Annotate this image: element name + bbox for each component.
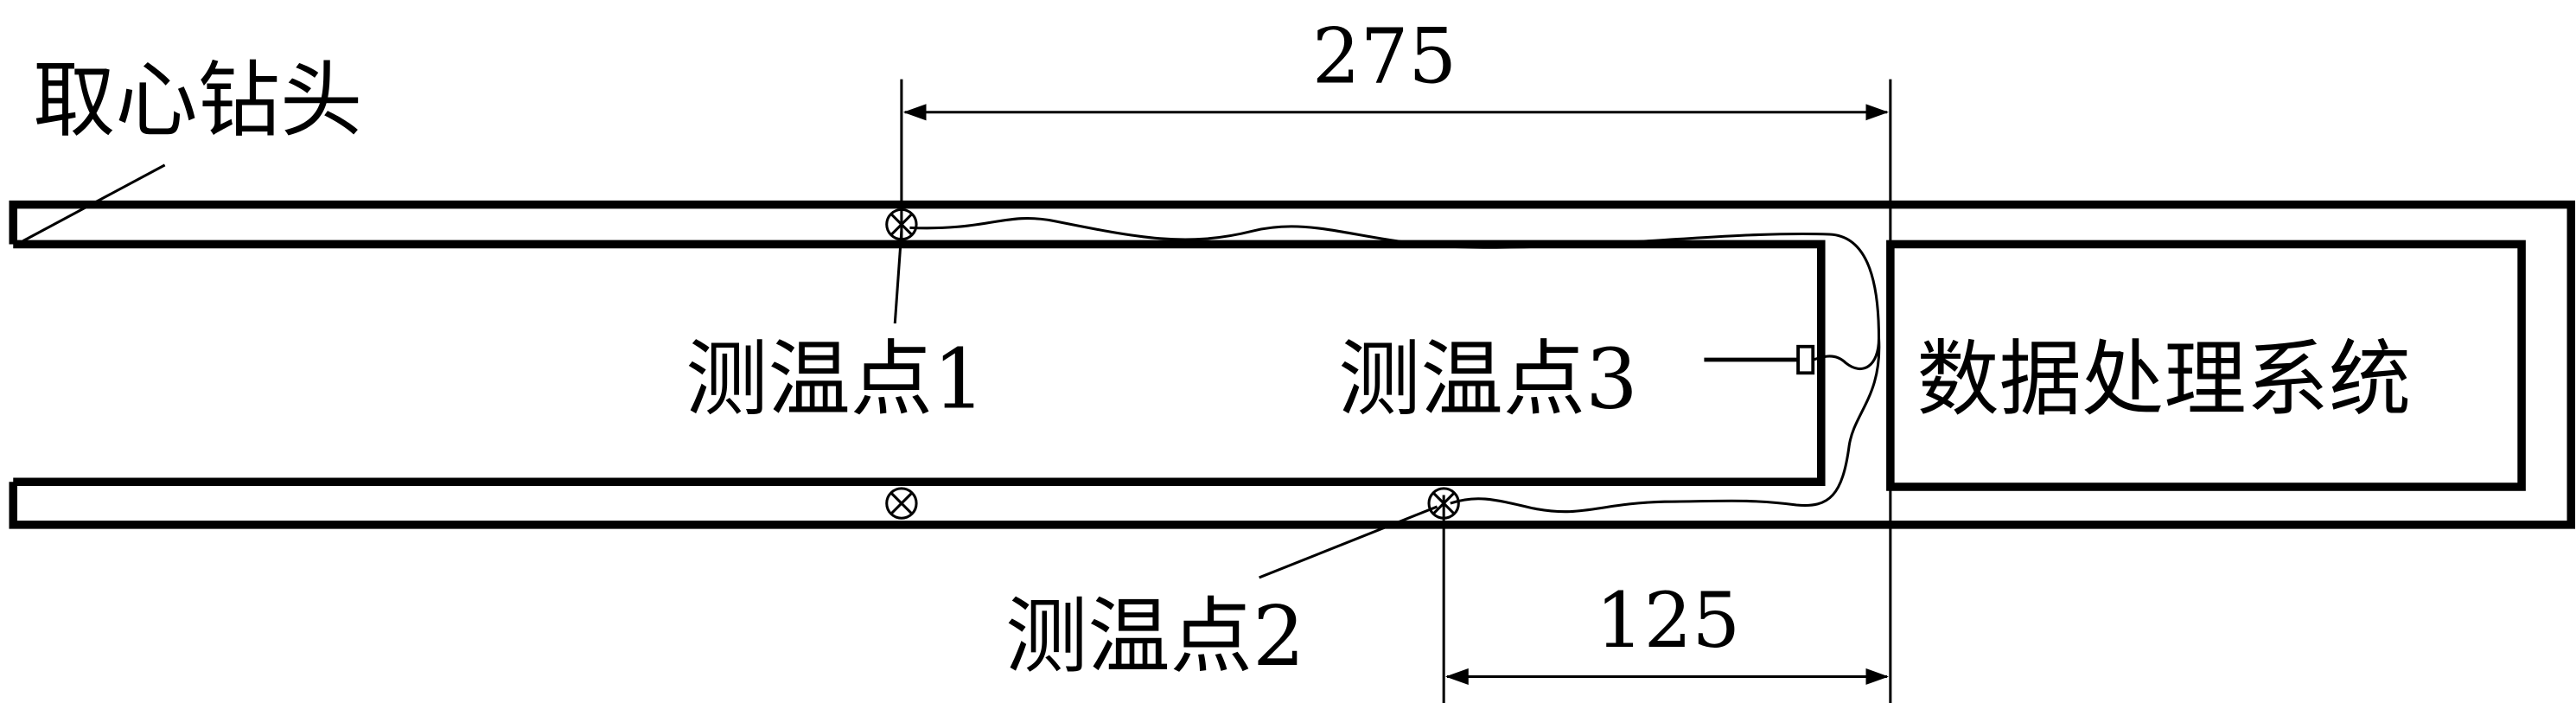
point1-leader (893, 231, 903, 324)
drill-tube (9, 200, 2576, 529)
core-bit-label: 取心钻头 (33, 53, 362, 149)
core-bit-leader (22, 163, 166, 242)
dimension-275-label: 275 (1312, 12, 1457, 100)
point2-label: 测温点2 (1005, 589, 1305, 685)
sensor-bottom-icon (885, 487, 918, 520)
point1-label: 测温点1 (685, 331, 985, 427)
point3-label: 测温点3 (1338, 331, 1638, 427)
sensor-3-icon (1796, 344, 1815, 375)
point2-leader (1259, 505, 1438, 579)
sensor-wire (909, 216, 1881, 514)
dimension-125 (1442, 495, 1889, 703)
data-system-label: 数据处理系统 (1916, 331, 2411, 427)
sensor-2-icon (1427, 487, 1460, 520)
dimension-275 (900, 79, 1892, 703)
dimension-125-label: 125 (1596, 577, 1740, 665)
